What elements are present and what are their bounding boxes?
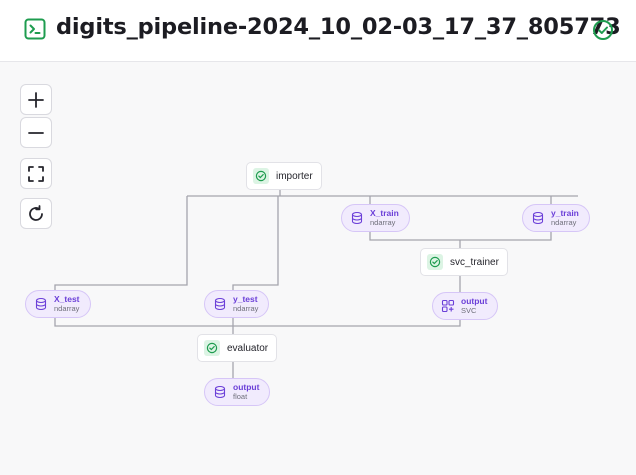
artifact-type: float <box>233 391 248 401</box>
database-icon <box>351 211 363 225</box>
artifact-type: ndarray <box>551 217 577 227</box>
step-importer[interactable]: importer <box>246 162 322 190</box>
zoom-out-button[interactable] <box>20 117 52 148</box>
plus-icon <box>28 91 44 108</box>
check-circle-icon <box>593 20 613 40</box>
artifact-name: output <box>233 382 260 393</box>
fit-view-button[interactable] <box>20 158 52 189</box>
reset-layout-button[interactable] <box>20 198 52 229</box>
page-title: digits_pipeline-2024_10_02-03_17_37_8057… <box>56 14 621 40</box>
step-svc-trainer[interactable]: svc_trainer <box>420 248 508 276</box>
refresh-icon <box>29 204 43 221</box>
model-icon <box>441 299 455 313</box>
check-icon <box>427 254 443 270</box>
database-icon <box>214 297 226 311</box>
pipeline-run-header: digits_pipeline-2024_10_02-03_17_37_8057… <box>0 0 636 62</box>
artifact-name: y_test <box>233 294 258 305</box>
terminal-square-icon <box>24 18 46 40</box>
minus-icon <box>28 131 44 134</box>
artifact-type: ndarray <box>233 303 259 313</box>
artifact-name: X_train <box>370 208 399 219</box>
step-label: evaluator <box>227 342 269 354</box>
artifact-name: y_train <box>551 208 579 219</box>
step-evaluator[interactable]: evaluator <box>197 334 278 362</box>
check-icon <box>204 340 220 356</box>
artifact-type: SVC <box>461 305 477 315</box>
database-icon <box>532 211 544 225</box>
zoom-in-button[interactable] <box>20 84 52 115</box>
artifact-type: ndarray <box>370 217 396 227</box>
database-icon <box>214 385 226 399</box>
check-icon <box>253 168 269 184</box>
step-label: importer <box>276 170 313 182</box>
artifact-type: ndarray <box>54 303 80 313</box>
fullscreen-icon <box>28 165 44 182</box>
database-icon <box>35 297 47 311</box>
step-label: svc_trainer <box>450 256 499 268</box>
artifact-name: X_test <box>54 294 80 305</box>
artifact-name: output <box>461 296 488 307</box>
